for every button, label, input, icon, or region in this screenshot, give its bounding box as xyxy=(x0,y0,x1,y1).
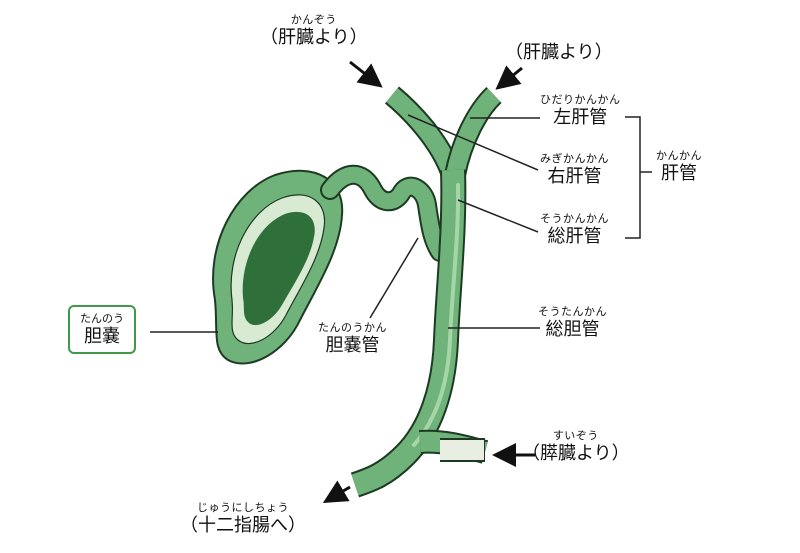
gallbladder-shape xyxy=(212,169,344,365)
flow-arrows xyxy=(322,60,535,504)
label-common-bile-duct: そうたんかん 総胆管 xyxy=(538,305,607,340)
label-cystic-duct: たんのうかん 胆嚢管 xyxy=(318,321,387,356)
leader-lines xyxy=(150,114,652,333)
label-hepatic-duct-group: かんかん 肝管 xyxy=(656,149,702,184)
label-from-pancreas: すいぞう （膵臓より） xyxy=(522,429,630,464)
label-right-hepatic-duct: みぎかんかん 右肝管 xyxy=(540,152,609,187)
label-left-hepatic-duct: ひだりかんかん 左肝管 xyxy=(540,93,621,128)
label-to-duodenum: じゅうにしちょう （十二指腸へ） xyxy=(180,501,306,536)
label-from-liver-right: （肝臓より） xyxy=(505,42,613,63)
label-common-hepatic-duct: そうかんかん 総肝管 xyxy=(540,212,609,247)
label-gallbladder: たんのう 胆嚢 xyxy=(68,305,136,354)
label-from-liver-left: かんぞう （肝臓より） xyxy=(260,13,368,48)
